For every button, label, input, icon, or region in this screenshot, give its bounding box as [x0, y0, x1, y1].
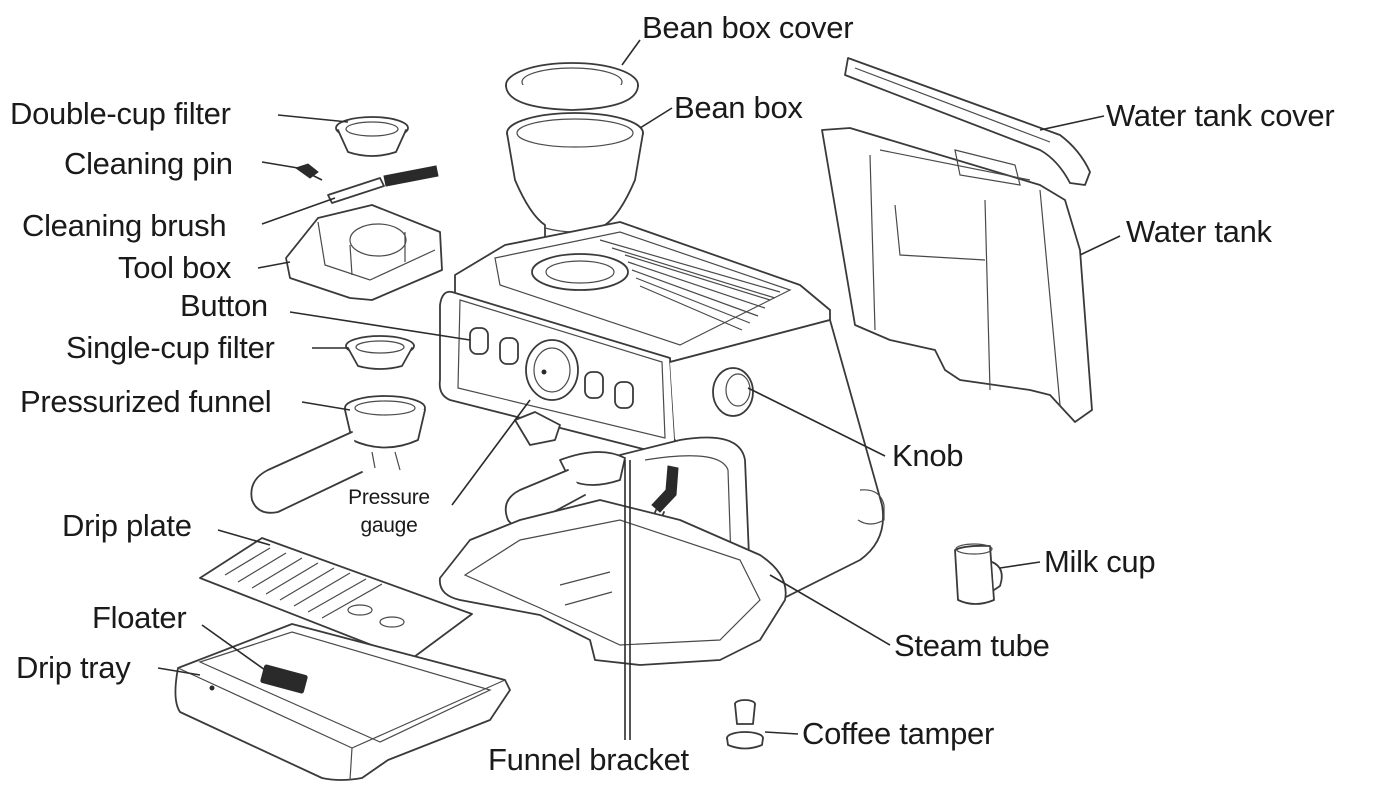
label-bean-box: Bean box	[674, 90, 803, 125]
bean-box-part	[506, 112, 644, 239]
water-tank-part	[821, 127, 1093, 423]
label-coffee-tamper: Coffee tamper	[802, 716, 994, 751]
label-tool-box: Tool box	[118, 250, 232, 285]
coffee-tamper-part	[726, 699, 764, 750]
water-tank-cover-part	[844, 57, 1091, 186]
label-double-cup-filter: Double-cup filter	[10, 96, 231, 131]
drip-tray-part	[174, 623, 511, 781]
tool-box-part	[285, 204, 443, 301]
label-floater: Floater	[92, 600, 187, 635]
label-drip-plate: Drip plate	[62, 508, 192, 543]
label-single-cup-filter: Single-cup filter	[66, 330, 275, 365]
label-pressure-gauge-line1: Pressure	[348, 486, 430, 509]
label-steam-tube: Steam tube	[894, 628, 1050, 663]
machine-body-part	[438, 221, 885, 666]
label-button: Button	[180, 288, 268, 323]
label-drip-tray: Drip tray	[16, 650, 131, 685]
milk-cup-part	[954, 543, 1003, 605]
drip-plate-part	[199, 537, 473, 661]
label-pressure-gauge: Pressure gauge	[324, 484, 454, 540]
label-pressurized-funnel: Pressurized funnel	[20, 384, 272, 419]
label-bean-box-cover: Bean box cover	[642, 10, 854, 45]
bean-box-cover-part	[505, 62, 639, 111]
label-cleaning-brush: Cleaning brush	[22, 208, 227, 243]
label-funnel-bracket: Funnel bracket	[488, 742, 689, 777]
label-milk-cup: Milk cup	[1044, 544, 1156, 579]
single-cup-filter-part	[345, 335, 415, 370]
cleaning-brush-part	[327, 165, 439, 204]
label-water-tank-cover: Water tank cover	[1106, 98, 1335, 133]
double-cup-filter-part	[335, 116, 409, 157]
label-knob: Knob	[892, 438, 964, 473]
label-cleaning-pin: Cleaning pin	[64, 146, 233, 181]
portafilter-part	[250, 395, 426, 514]
leader-lines	[157, 39, 1121, 740]
cleaning-pin-part	[294, 163, 323, 181]
label-pressure-gauge-line2: gauge	[360, 514, 418, 537]
label-water-tank: Water tank	[1126, 214, 1272, 249]
